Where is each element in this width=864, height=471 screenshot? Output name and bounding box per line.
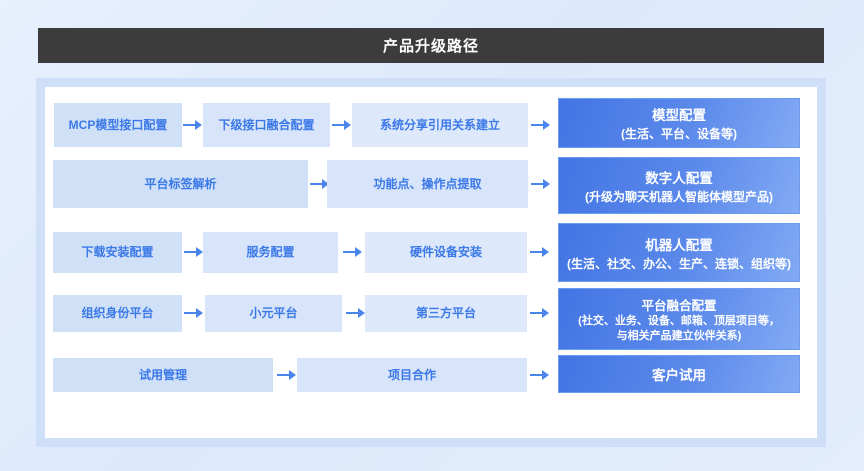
flow-arrow-icon (346, 308, 365, 318)
result-title: 机器人配置 (645, 237, 713, 253)
flow-arrow-icon (184, 308, 203, 318)
step-project-cooperation: 项目合作 (297, 358, 527, 392)
step-trial-management: 试用管理 (53, 358, 273, 392)
result-platform-fusion-config: 平台融合配置 (社交、业务、设备、邮箱、顶层项目等， 与相关产品建立伙伴关系) (558, 288, 800, 350)
step-third-party-platform: 第三方平台 (365, 295, 527, 332)
result-title: 客户试用 (652, 368, 706, 383)
result-subtitle-line2: 与相关产品建立伙伴关系) (616, 329, 742, 342)
result-title: 数字人配置 (645, 170, 713, 186)
flow-arrow-icon (530, 370, 549, 380)
step-subordinate-interface-fusion-config: 下级接口融合配置 (203, 103, 330, 147)
result-subtitle: (社交、业务、设备、邮箱、顶层项目等， (578, 314, 780, 327)
step-platform-tag-parsing: 平台标签解析 (53, 160, 308, 208)
page-title: 产品升级路径 (382, 38, 479, 55)
result-subtitle: (升级为聊天机器人智能体模型产品) (585, 189, 773, 204)
flow-arrow-icon (531, 120, 550, 130)
result-digital-human-config: 数字人配置 (升级为聊天机器人智能体模型产品) (558, 157, 800, 214)
flow-arrow-icon (184, 247, 203, 257)
flow-arrow-icon (332, 120, 351, 130)
flow-arrow-icon (530, 308, 549, 318)
result-subtitle: (生活、平台、设备等) (621, 127, 737, 141)
diagram-title-bar: 产品升级路径 (38, 28, 824, 63)
flow-arrow-icon (531, 179, 550, 189)
step-service-config: 服务配置 (203, 232, 338, 273)
step-hardware-device-install: 硬件设备安装 (365, 232, 527, 273)
step-download-install-config: 下载安装配置 (53, 232, 182, 273)
result-title: 平台融合配置 (641, 298, 717, 313)
flow-arrow-icon (530, 247, 549, 257)
result-subtitle: (生活、社交、办公、生产、连锁、组织等) (567, 256, 791, 271)
step-mcp-model-interface-config: MCP模型接口配置 (54, 103, 182, 147)
step-org-identity-platform: 组织身份平台 (53, 295, 182, 332)
flow-arrow-icon (183, 120, 202, 130)
result-title: 模型配置 (652, 108, 706, 123)
flow-arrow-icon (343, 247, 362, 257)
result-customer-trial: 客户试用 (558, 355, 800, 393)
flow-arrow-icon (310, 179, 329, 189)
step-system-share-reference-setup: 系统分享引用关系建立 (352, 103, 528, 147)
flow-arrow-icon (277, 370, 296, 380)
result-model-config: 模型配置 (生活、平台、设备等) (558, 98, 800, 148)
step-xiaoyuan-platform: 小元平台 (205, 295, 342, 332)
result-robot-config: 机器人配置 (生活、社交、办公、生产、连锁、组织等) (558, 223, 800, 282)
step-function-operation-point-extraction: 功能点、操作点提取 (327, 160, 528, 208)
